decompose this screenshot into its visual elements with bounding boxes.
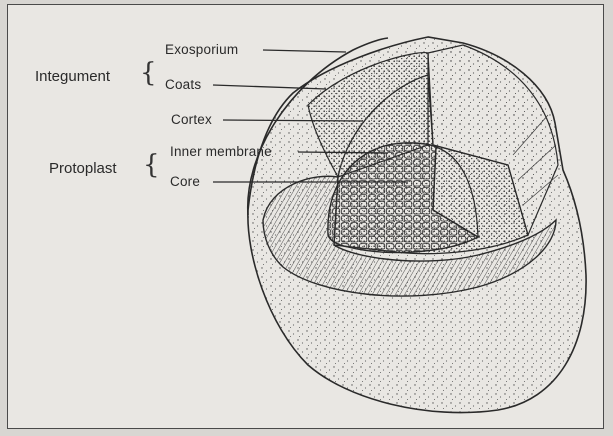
layer-label-exosporium: Exosporium [165, 43, 238, 57]
layer-label-inner-membrane: Inner membrane [170, 145, 272, 159]
group-label-protoplast: Protoplast [49, 161, 117, 176]
figure-frame: Integument { Protoplast { Exosporium Coa… [7, 4, 604, 429]
layer-label-cortex: Cortex [171, 113, 212, 127]
group-label-integument: Integument [35, 69, 110, 84]
layer-label-coats: Coats [165, 78, 201, 92]
layer-label-core: Core [170, 175, 200, 189]
protoplast-brace: { [143, 152, 160, 178]
integument-brace: { [140, 60, 157, 86]
